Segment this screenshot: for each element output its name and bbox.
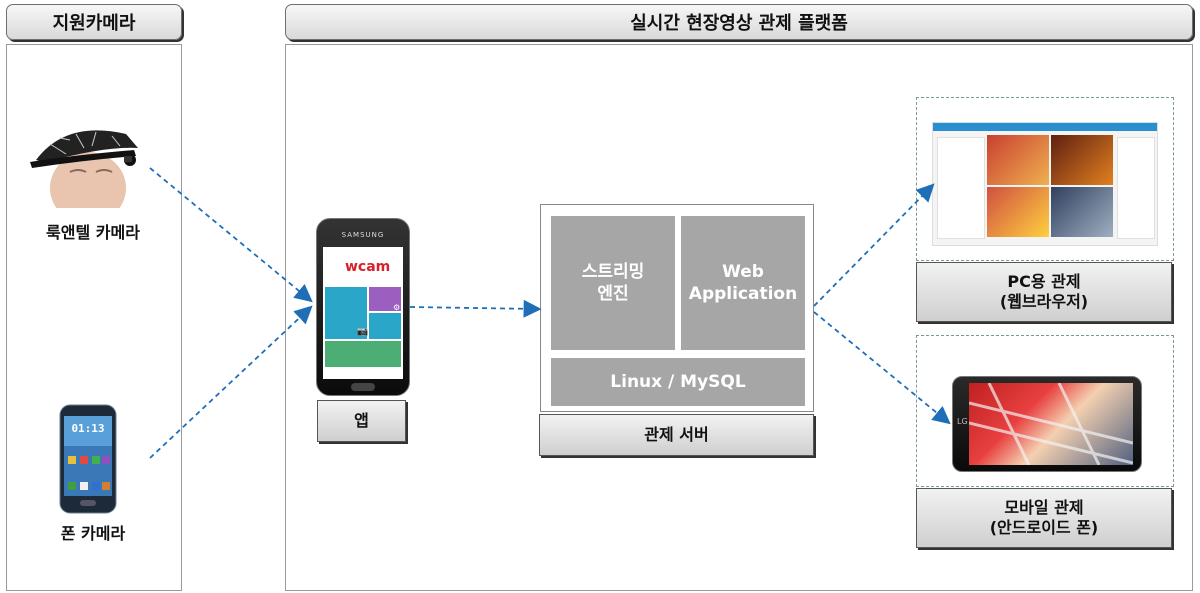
phone-brand: SAMSUNG (341, 231, 385, 239)
left-header: 지원카메라 (6, 4, 182, 40)
app-screen: wcam 📷 ⚙ (323, 247, 403, 379)
arrow-app-to-server (409, 299, 542, 318)
app-label: 앱 (317, 400, 406, 442)
mobile-monitor-label-line2: (안드로이드 폰) (989, 518, 1099, 537)
pc-monitor-frame (916, 97, 1174, 261)
lookntell-camera-label: 룩앤텔 카메라 (46, 223, 140, 242)
app-tile-video (325, 341, 401, 367)
pc-monitor-label-line2: (웹브라우저) (999, 292, 1089, 311)
android-phone: LG (952, 376, 1142, 472)
android-screen (968, 382, 1134, 466)
phone-camera-image: 01:13 (58, 404, 118, 514)
mobile-monitor-label-line1: 모바일 관제 (1004, 498, 1084, 517)
main-header: 실시간 현장영상 관제 플랫폼 (285, 4, 1193, 40)
android-phone-brand: LG (957, 417, 968, 426)
mobile-monitor-label: 모바일 관제 (안드로이드 폰) (916, 488, 1172, 548)
gear-icon: ⚙ (393, 303, 401, 312)
pc-web-screenshot (932, 122, 1158, 246)
app-tile-camera (369, 313, 401, 339)
app-logo: wcam (345, 259, 391, 275)
lookntell-camera-image (26, 126, 148, 208)
web-application-block: Web Application (681, 216, 805, 350)
arrow-server-to-pc (813, 183, 935, 307)
streaming-engine-block: 스트리밍 엔진 (551, 216, 675, 350)
arrow-server-to-mobile (813, 311, 951, 425)
home-button-icon (351, 383, 375, 391)
pc-monitor-label-line1: PC용 관제 (1007, 272, 1081, 291)
phone-clock: 01:13 (71, 422, 105, 435)
server-label: 관제 서버 (539, 414, 814, 456)
camera-icon: 📷 (357, 327, 369, 337)
mobile-monitor-frame (916, 335, 1174, 487)
pc-monitor-label: PC용 관제 (웹브라우저) (916, 262, 1172, 322)
app-phone: SAMSUNG wcam 📷 ⚙ (316, 218, 410, 396)
app-tile-settings (369, 287, 401, 311)
app-tile-live (325, 287, 367, 339)
linux-mysql-block: Linux / MySQL (551, 358, 805, 406)
arrow-lookntell-to-app (149, 167, 313, 303)
arrow-phone-to-app (149, 305, 313, 459)
phone-camera-label: 폰 카메라 (60, 524, 126, 543)
